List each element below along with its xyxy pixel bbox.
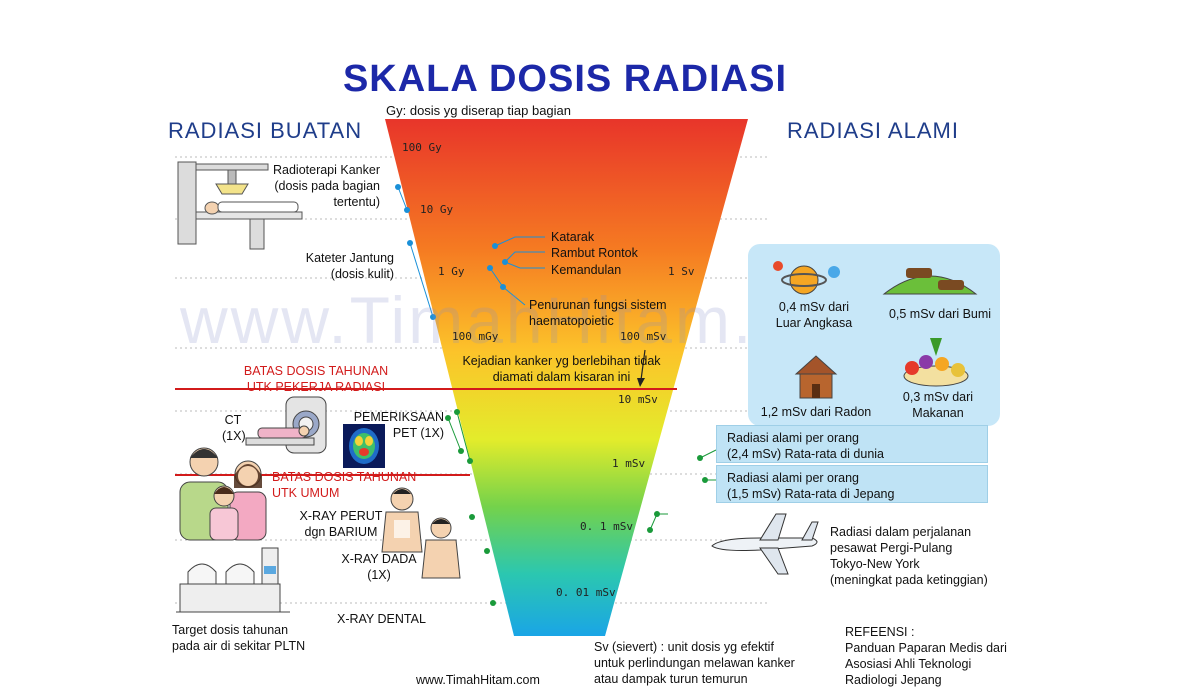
- references: REFEENSI : Panduan Paparan Medis dari As…: [845, 625, 1007, 687]
- xray-chest-label: X-RAY DADA (1X): [341, 552, 417, 582]
- artificial-header: RADIASI BUATAN: [168, 118, 363, 143]
- effect-hematopoietic: Penurunan fungsi sistem haematopoietic: [529, 298, 667, 328]
- plant-target-label: Target dosis tahunan pada air di sekitar…: [172, 623, 306, 653]
- tick-1sv: 1 Sv: [668, 265, 695, 278]
- space-radiation-label: 0,4 mSv dari Luar Angkasa: [775, 300, 853, 330]
- earth-radiation-label: 0,5 mSv dari Bumi: [888, 307, 992, 321]
- natural-header: RADIASI ALAMI: [787, 118, 959, 143]
- tick-100gy: 100 Gy: [402, 141, 442, 154]
- natural-sources-panel: [748, 244, 1000, 426]
- food-icon: [903, 338, 969, 387]
- xray-abdomen-illustration: [381, 487, 423, 553]
- japan-average-box: Radiasi alami per orang (1,5 mSv) Rata-r…: [716, 465, 988, 503]
- website-link[interactable]: www.TimahHitam.com: [416, 673, 540, 687]
- radiotherapy-label: Radioterapi Kanker (dosis pada bagian te…: [272, 163, 380, 209]
- gray-unit-note: Gy: dosis yg diserap tiap bagian: [386, 103, 571, 118]
- tick-100mgy: 100 mGy: [452, 330, 499, 343]
- radiotherapy-illustration: [177, 161, 303, 250]
- tick-01msv: 0. 1 mSv: [580, 520, 633, 533]
- flight-label: Radiasi dalam perjalanan pesawat Pergi-P…: [830, 525, 988, 587]
- worker-limit-label: BATAS DOSIS TAHUNAN UTK PEKERJA RADIASI: [243, 364, 389, 394]
- tick-100msv: 100 mSv: [620, 330, 667, 343]
- nuclear-plant-illustration: [176, 547, 290, 613]
- pet-label: PEMERIKSAAN PET (1X): [353, 410, 444, 440]
- tick-10gy: 10 Gy: [420, 203, 454, 216]
- dose-funnel: [385, 119, 748, 636]
- cancer-note: Kejadian kanker yg berlebihan tidak diam…: [462, 354, 661, 384]
- public-limit-label: BATAS DOSIS TAHUNAN UTK UMUM: [272, 470, 417, 500]
- sievert-note: Sv (sievert) : unit dosis yg efektif unt…: [594, 640, 795, 686]
- radon-radiation-label: 1,2 mSv dari Radon: [760, 405, 872, 419]
- xray-dental-label: X-RAY DENTAL: [337, 612, 426, 626]
- family-illustration: [179, 447, 267, 541]
- effect-hair-loss: Rambut Rontok: [551, 246, 638, 260]
- pet-scan-image: [343, 424, 385, 468]
- ct-scanner-illustration: [245, 396, 327, 454]
- tick-10msv: 10 mSv: [618, 393, 658, 406]
- tick-001msv: 0. 01 mSv: [556, 586, 616, 599]
- effect-cataract: Katarak: [551, 230, 595, 244]
- page-title: SKALA DOSIS RADIASI: [342, 58, 788, 100]
- effect-infertility: Kemandulan: [551, 263, 622, 277]
- food-radiation-label: 0,3 mSv dari Makanan: [902, 390, 974, 420]
- ct-label: CT (1X): [222, 413, 246, 443]
- house-icon: [794, 355, 838, 399]
- planet-icon: [773, 261, 840, 295]
- airplane-illustration: [711, 513, 819, 575]
- tick-1gy: 1 Gy: [438, 265, 465, 278]
- xray-abdomen-label: X-RAY PERUT dgn BARIUM: [299, 509, 383, 539]
- tick-1msv: 1 mSv: [612, 457, 646, 470]
- earth-horse-icon: [882, 268, 978, 295]
- world-average-box: Radiasi alami per orang (2,4 mSv) Rata-r…: [716, 425, 988, 463]
- xray-chest-illustration: [421, 517, 461, 579]
- catheter-label: Kateter Jantung (dosis kulit): [305, 251, 394, 281]
